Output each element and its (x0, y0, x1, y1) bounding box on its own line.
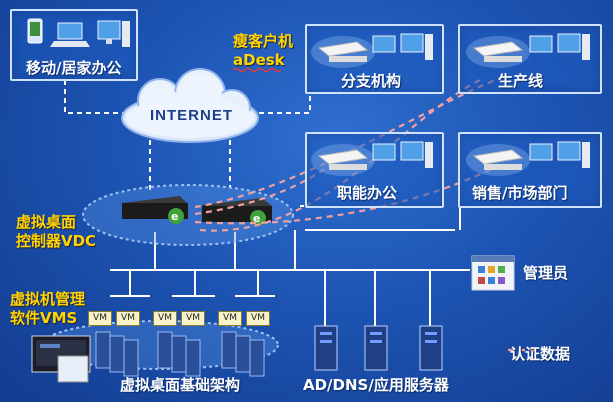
thin-client-callout: 瘦客户机 aDesk (233, 32, 293, 70)
production-box: 生产线 (458, 24, 602, 94)
vms-label-line2: 软件VMS (10, 309, 78, 327)
functional-office-devices-icon (311, 141, 433, 176)
production-devices-icon (466, 33, 590, 68)
internet-label: INTERNET (150, 107, 233, 124)
vm-chip: VM (153, 311, 177, 326)
sales-market-devices-icon (466, 141, 590, 176)
application-servers (314, 325, 443, 371)
internet-links (64, 80, 311, 190)
adesk-underline (232, 67, 282, 73)
branch-label: 分支机构 (341, 72, 402, 90)
vm-chip: VM (116, 311, 140, 326)
mobile-office-label: 移动/居家办公 (26, 59, 122, 77)
vms-callout: 虚拟机管理 软件VMS (10, 290, 85, 328)
admin-label: 管理员 (523, 264, 569, 282)
lan-links (110, 205, 470, 326)
sales-market-box: 销售/市场部门 (458, 132, 602, 208)
physical-hosts (95, 331, 265, 377)
vm-chip: VM (218, 311, 242, 326)
functional-office-box: 职能办公 (305, 132, 444, 208)
functional-office-label: 职能办公 (337, 184, 398, 202)
svg-text:e: e (171, 210, 178, 223)
vdc-label-line1: 虚拟桌面 (16, 213, 77, 231)
production-label: 生产线 (498, 72, 544, 90)
vm-chip: VM (246, 311, 270, 326)
thin-client-label: 瘦客户机 (233, 32, 294, 50)
internet-cloud (121, 68, 259, 143)
adesk-label: aDesk (233, 51, 285, 69)
vms-screenshot-icon (31, 335, 91, 383)
sales-market-label: 销售/市场部门 (472, 184, 568, 202)
vdc-label-line2: 控制器VDC (16, 232, 97, 250)
auth-data-label: 认证数据 (510, 345, 571, 363)
branch-devices-icon (311, 33, 433, 68)
vdc-callout: 虚拟桌面 控制器VDC (16, 213, 96, 251)
infra-label: 虚拟桌面基础架构 (120, 376, 241, 394)
vm-chip: VM (88, 311, 112, 326)
vm-chip: VM (181, 311, 205, 326)
vms-label-line1: 虚拟机管理 (10, 290, 86, 308)
branch-box: 分支机构 (305, 24, 444, 94)
mobile-office-box: 移动/居家办公 (10, 9, 138, 81)
admin-console-icon (471, 255, 515, 291)
servers-label: AD/DNS/应用服务器 (303, 376, 449, 394)
mobile-office-devices-icon (27, 18, 130, 47)
svg-text:e: e (253, 212, 260, 225)
